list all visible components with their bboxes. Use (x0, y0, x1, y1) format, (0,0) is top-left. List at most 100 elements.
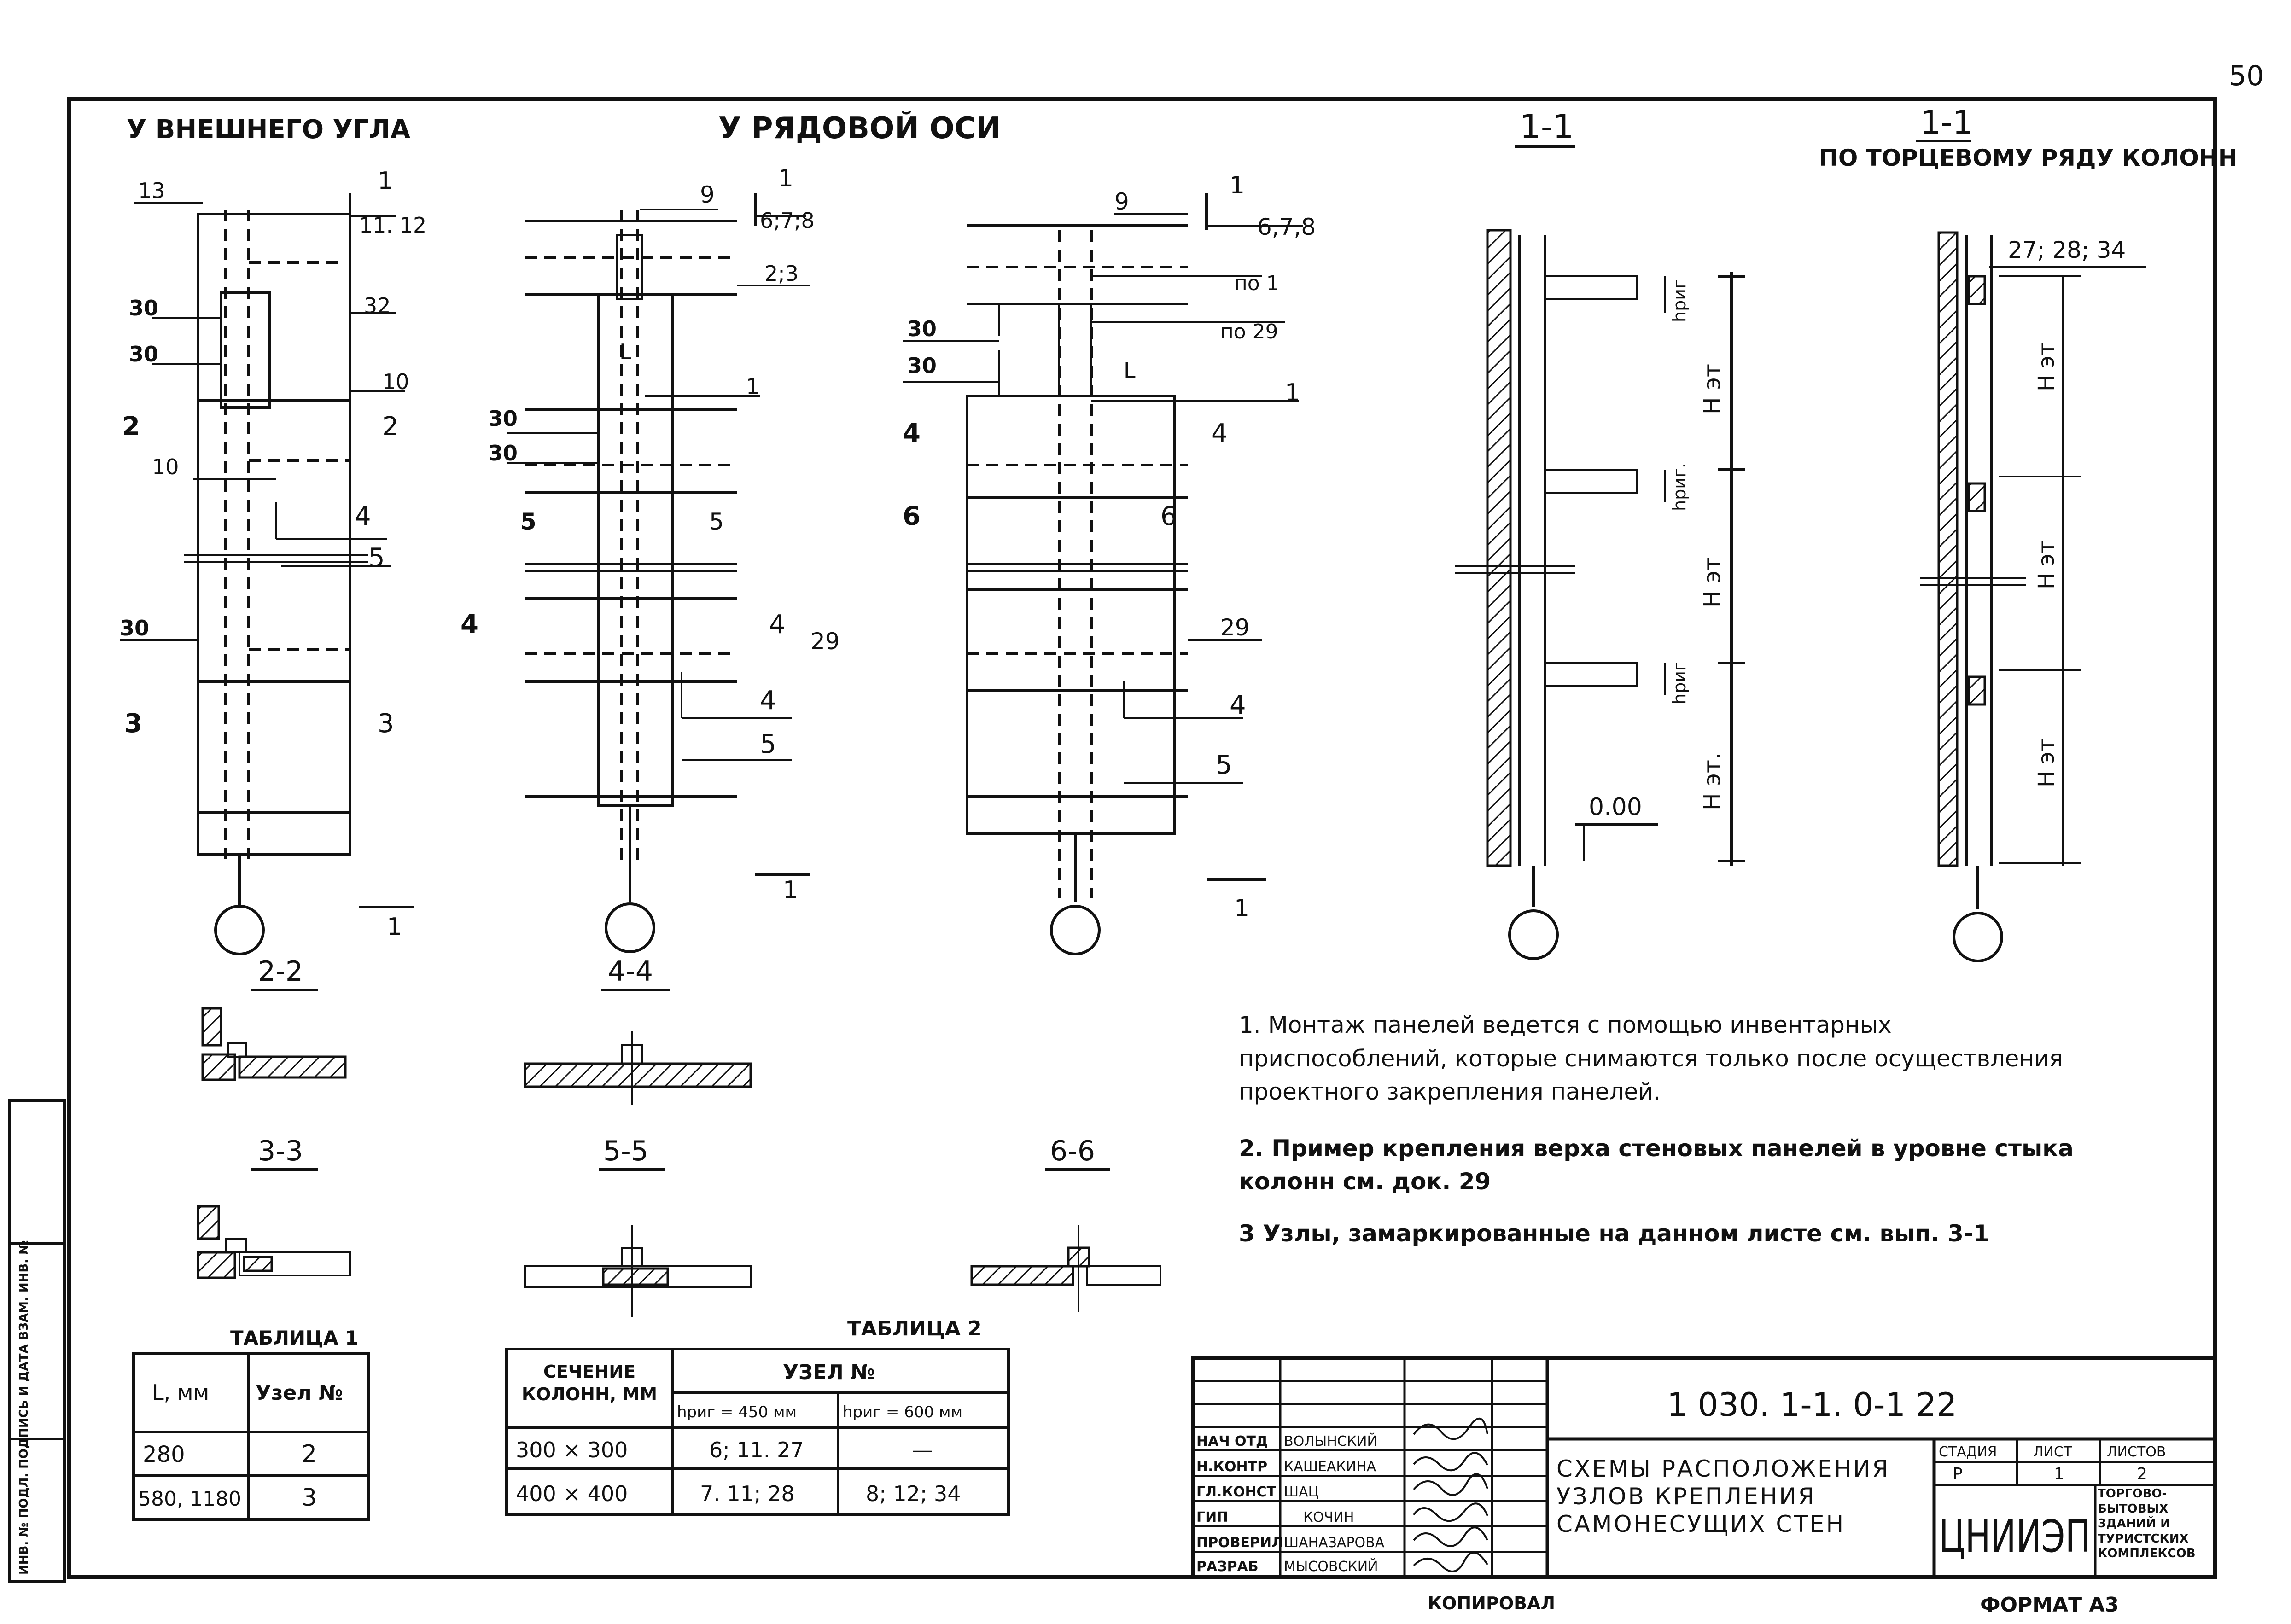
table-1-title: ТАБЛИЦА 1 (230, 1327, 359, 1349)
tb-sheets-h: ЛИСТОВ (2107, 1444, 2166, 1460)
mark-c-2: 6,7,8 (1257, 214, 1316, 240)
mark-a-3: 30 (129, 296, 158, 320)
table-2-r1-c1: 300 × 300 (516, 1438, 628, 1462)
signature-1 (1413, 1417, 1488, 1440)
signature-4 (1413, 1502, 1488, 1522)
mark-b-8: 5 (520, 508, 536, 535)
section-4-4-label: 4-4 (608, 955, 653, 988)
tb-name-1: ВОЛЫНСКИЙ (1284, 1433, 1377, 1449)
page-number: 50 (2229, 60, 2264, 92)
section-5-5-label: 5-5 (603, 1135, 648, 1167)
section-2-2: 2-2 (201, 955, 347, 1081)
header-section-1: 1-1 (1520, 107, 1574, 146)
mark-c-12: 6 (1160, 501, 1177, 531)
mark-e-1: Н эт (2034, 343, 2059, 391)
tb-stage-h: СТАДИЯ (1939, 1444, 1997, 1460)
drawing-frame (67, 97, 2217, 1579)
tb-role-5: ПРОВЕРИЛ (1196, 1535, 1283, 1551)
mark-d-6: 0.00 (1589, 793, 1642, 821)
mark-a-11: 5 (368, 543, 385, 573)
mark-c-8: 1 (1285, 379, 1300, 407)
mark-d-3: Н эт (1699, 364, 1726, 414)
table-1-r2-c2: 3 (302, 1484, 317, 1512)
mark-c-5: 30 (907, 316, 937, 341)
mark-b-14: 5 (760, 729, 776, 759)
tb-name-5: ШАНАЗАРОВА (1284, 1535, 1385, 1551)
mark-c-11: 6 (903, 501, 921, 531)
mark-a-6: 10 (382, 369, 409, 394)
tb-org: ЦНИИЭП (1939, 1511, 2091, 1562)
mark-e-0: 27; 28; 34 (2008, 237, 2126, 263)
signature-5 (1413, 1526, 1488, 1547)
mark-a-2: 11. 12 (359, 213, 426, 238)
mark-c-3: по 1 (1234, 272, 1279, 295)
mark-a-12: 30 (120, 616, 149, 640)
mark-a-4: 32 (364, 293, 391, 318)
table-1-r2-c1: 580, 1180 (138, 1487, 241, 1511)
mark-c-16: 1 (1234, 895, 1249, 922)
signature-6 (1413, 1552, 1488, 1572)
mark-c-7: L (1124, 358, 1136, 383)
scheme-row-axis-wide: 9 1 6,7,8 по 1 по 29 30 30 L 1 4 4 6 6 2… (903, 172, 1316, 955)
mark-d-1: hриг. (1669, 463, 1690, 511)
table-2-sub-1: hриг = 450 мм (677, 1403, 797, 1421)
tb-name-4: КОЧИН (1303, 1509, 1354, 1525)
mark-b-9: 5 (709, 508, 724, 535)
tb-doc-code: 1 030. 1-1. 0-1 22 (1667, 1386, 1957, 1424)
tb-role-6: РАЗРАБ (1196, 1559, 1259, 1575)
mark-c-10: 4 (1211, 419, 1228, 448)
mark-c-1: 1 (1230, 172, 1245, 199)
mark-a-1: 1 (378, 167, 393, 195)
section-6-6: 6-6 (970, 1135, 1161, 1312)
mark-a-10: 4 (355, 501, 371, 531)
mark-a-15: 1 (387, 913, 402, 941)
mark-c-9: 4 (903, 419, 921, 448)
tb-sheet-h: ЛИСТ (2033, 1444, 2072, 1460)
mark-b-2: 6;7;8 (760, 208, 815, 233)
mark-c-13: 29 (1220, 614, 1250, 641)
table-2-r2-c1: 400 × 400 (516, 1481, 628, 1506)
tb-name-2: КАШЕАКИНА (1284, 1459, 1376, 1475)
mark-a-9: 10 (152, 454, 179, 479)
tb-title: СХЕМЫ РАСПОЛОЖЕНИЯ УЗЛОВ КРЕПЛЕНИЯ САМОН… (1556, 1455, 1890, 1537)
table-2-r1-c3: — (912, 1438, 933, 1462)
mark-e-3: Н эт (2034, 739, 2059, 787)
scheme-outer-corner: 13 1 11. 12 30 32 30 10 2 2 10 4 5 30 3 … (120, 167, 426, 955)
mark-a-7: 2 (122, 412, 140, 442)
table-2-title: ТАБЛИЦА 2 (847, 1317, 982, 1340)
header-row-axis: У РЯДОВОЙ ОСИ (718, 111, 1001, 146)
note-3: 3 Узлы, замаркированные на данном листе … (1239, 1220, 1989, 1247)
mark-b-5: 1 (746, 374, 759, 399)
mark-b-0: 9 (700, 181, 715, 208)
mark-b-15: 1 (783, 876, 798, 904)
mark-b-10: 4 (461, 610, 478, 640)
header-section-1-end-sub: ПО ТОРЦЕВОМУ РЯДУ КОЛОНН (1819, 145, 2238, 171)
scheme-row-axis: 9 1 6;7;8 2;3 L 1 30 30 5 5 4 4 29 4 5 1 (461, 165, 840, 953)
mark-c-15: 5 (1216, 750, 1232, 780)
table-1-r1-c1: 280 (143, 1442, 185, 1467)
table-1-r1-c2: 2 (302, 1440, 317, 1468)
scheme-section-1-1-end: 27; 28; 34 Н эт Н эт Н эт (1920, 231, 2146, 962)
tb-org-sub: ТОРГОВО-БЫТОВЫХ ЗДАНИЙ И ТУРИСТСКИХ КОМП… (2098, 1487, 2196, 1560)
table-2-sub-2: hриг = 600 мм (843, 1403, 962, 1421)
footer-copied: КОПИРОВАЛ (1428, 1593, 1555, 1613)
note-2: 2. Пример крепления верха стеновых панел… (1239, 1135, 2074, 1195)
mark-a-8: 2 (382, 412, 399, 442)
mark-c-6: 30 (907, 353, 937, 378)
mark-b-1: 1 (778, 165, 793, 192)
table-2-header-col: СЕЧЕНИЕ КОЛОНН, ММ (521, 1362, 658, 1405)
title-block: НАЧ ОТД Н.КОНТР ГЛ.КОНСТ ГИП ПРОВЕРИЛ РА… (1191, 1356, 2217, 1579)
mark-a-5: 30 (129, 342, 158, 367)
section-2-2-label: 2-2 (258, 955, 303, 988)
mark-a-13: 3 (124, 709, 142, 739)
side-stamp-text: ИНВ. № ПОДЛ. ПОДПИСЬ И ДАТА ВЗАМ. ИНВ. № (17, 1240, 31, 1575)
mark-a-0: 13 (138, 178, 165, 203)
notes: 1. Монтаж панелей ведется с помощью инве… (1239, 1012, 2074, 1247)
mark-c-4: по 29 (1220, 320, 1278, 343)
section-5-5: 5-5 (524, 1135, 752, 1317)
mark-d-5: Н эт. (1699, 752, 1726, 810)
side-stamp: ИНВ. № ПОДЛ. ПОДПИСЬ И ДАТА ВЗАМ. ИНВ. № (8, 1099, 66, 1583)
mark-e-2: Н эт (2034, 541, 2059, 589)
signature-3 (1413, 1473, 1488, 1496)
tb-name-3: ШАЦ (1284, 1484, 1319, 1500)
